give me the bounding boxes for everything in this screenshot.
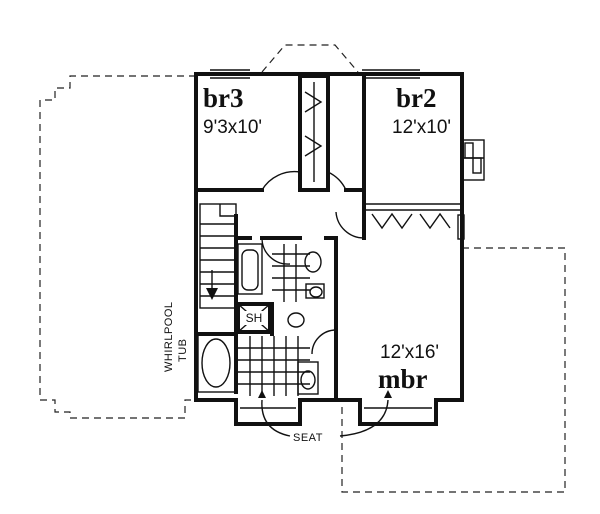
br3-door-swing (261, 170, 301, 191)
window-seat-left (234, 398, 302, 426)
window-seat-right (358, 398, 438, 426)
mbr-name: mbr (378, 364, 428, 394)
seat-label: SEAT (293, 432, 323, 444)
mbr-door-swing (335, 211, 365, 239)
lower-floor-outline-right (341, 247, 566, 493)
shower-label: SH (246, 311, 263, 325)
br2-door-swing (327, 170, 347, 191)
whirlpool-tub (194, 332, 238, 394)
br2-closet-doors (371, 212, 451, 230)
closet-center (298, 74, 330, 192)
shower: SH (236, 302, 272, 334)
br3-name: br3 (203, 83, 244, 113)
seat-leader-left (261, 399, 291, 437)
seat-leader-right (339, 399, 389, 437)
bathtub (237, 243, 263, 295)
toilet-bath2 (297, 361, 319, 395)
top-bay-windows (210, 69, 420, 79)
whirlpool-label-line1: WHIRLPOOL (163, 301, 175, 372)
whirlpool-label-line2: TUB (177, 339, 189, 363)
toilet-bath1 (304, 251, 325, 299)
mbr-size: 12'x16' (380, 342, 439, 363)
br3-size: 9'3x10' (203, 117, 262, 138)
br2-name: br2 (396, 83, 437, 113)
br2-size: 12'x10' (392, 117, 451, 138)
bath2-door-swing (311, 329, 337, 355)
bay-window-outline (261, 44, 359, 73)
sink-bath2 (287, 312, 305, 328)
chimney (461, 139, 485, 181)
bath1-door-swing (261, 237, 291, 265)
staircase (199, 203, 237, 309)
bath1-tile (272, 244, 310, 302)
bath2-tile (238, 336, 310, 396)
